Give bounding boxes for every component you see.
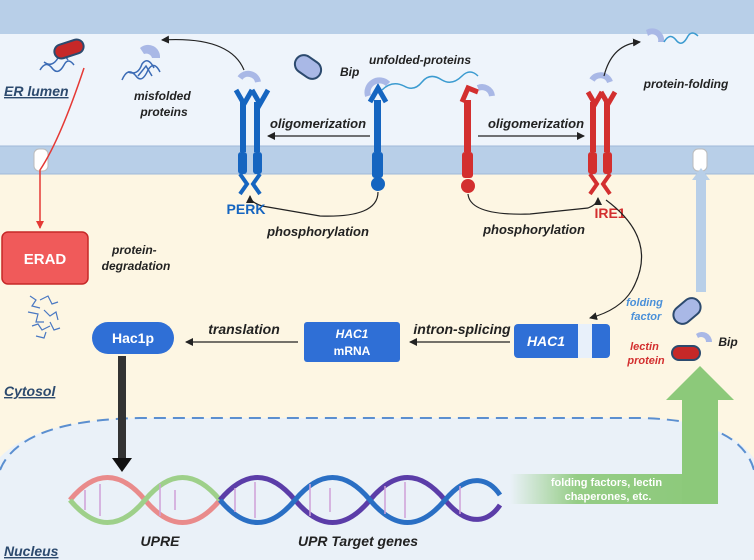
membrane-pore-left bbox=[33, 148, 49, 172]
unfolded-proteins-label: unfolded-proteins bbox=[369, 53, 471, 67]
folding-factor-capsule bbox=[672, 297, 702, 325]
membrane-pore-right bbox=[692, 148, 708, 172]
unfolded-protein-chain bbox=[381, 71, 479, 91]
upward-transport-arrow bbox=[696, 176, 706, 292]
bip-right-label: Bip bbox=[718, 335, 737, 349]
green-export-arrow bbox=[510, 366, 734, 504]
oligomerization-left-label: oligomerization bbox=[270, 116, 366, 131]
upr-target-genes-label: UPR Target genes bbox=[298, 533, 418, 549]
hac1-mrna-bottom-label: mRNA bbox=[334, 344, 371, 358]
dna-base-pairs bbox=[84, 482, 461, 518]
hac1-gene-label: HAC1 bbox=[527, 333, 565, 349]
hac1p-down-arrow bbox=[118, 356, 126, 460]
bip-label-top: Bip bbox=[340, 65, 359, 79]
translation-label: translation bbox=[208, 321, 280, 337]
hac1-mrna-box bbox=[304, 322, 400, 362]
intron-splicing-label: intron-splicing bbox=[413, 321, 511, 337]
folding-factor-label: folding factor bbox=[626, 297, 666, 323]
phosphorylation-right-label: phosphorylation bbox=[482, 222, 585, 237]
perk-label: PERK bbox=[227, 201, 266, 217]
er-membrane-top bbox=[0, 0, 754, 34]
degraded-fragments-icon bbox=[27, 295, 61, 339]
phosphorylation-left-label: phosphorylation bbox=[266, 224, 369, 239]
lectin-protein-label: lectin protein bbox=[626, 341, 665, 367]
dna-helix bbox=[68, 475, 503, 525]
misfolded-proteins-icon bbox=[121, 44, 161, 81]
upre-label: UPRE bbox=[141, 533, 181, 549]
bip-right-icon bbox=[696, 331, 712, 342]
folding-factors-box-label: folding factors, lectin chaperones, etc. bbox=[551, 477, 665, 503]
protein-degradation-label: protein- degradation bbox=[102, 243, 171, 273]
hac1-mrna-top-label: HAC1 bbox=[336, 327, 369, 341]
erad-label: ERAD bbox=[24, 251, 67, 268]
folded-protein-icon bbox=[646, 28, 699, 44]
er-lumen-label: ER lumen bbox=[4, 83, 69, 99]
ire1-monomer bbox=[459, 84, 495, 193]
ire1-dimer bbox=[585, 72, 618, 196]
hac1p-box bbox=[92, 322, 174, 354]
ire1-label: IRE1 bbox=[594, 205, 625, 221]
perk-dimer bbox=[233, 70, 271, 196]
hac1p-label: Hac1p bbox=[112, 330, 154, 346]
protein-folding-label: protein-folding bbox=[643, 77, 729, 91]
erad-box bbox=[1, 231, 89, 285]
misfolded-proteins-label: misfolded proteins bbox=[134, 89, 194, 119]
cytosol-label: Cytosol bbox=[4, 383, 56, 399]
misfolded-protein-icon bbox=[39, 38, 85, 73]
bip-capsule bbox=[293, 54, 323, 80]
oligomerization-right-label: oligomerization bbox=[488, 116, 584, 131]
lectin-protein-capsule bbox=[671, 345, 701, 361]
nucleus-label: Nucleus bbox=[4, 543, 59, 559]
hac1-gene-box bbox=[514, 324, 610, 358]
perk-monomer bbox=[364, 77, 391, 191]
